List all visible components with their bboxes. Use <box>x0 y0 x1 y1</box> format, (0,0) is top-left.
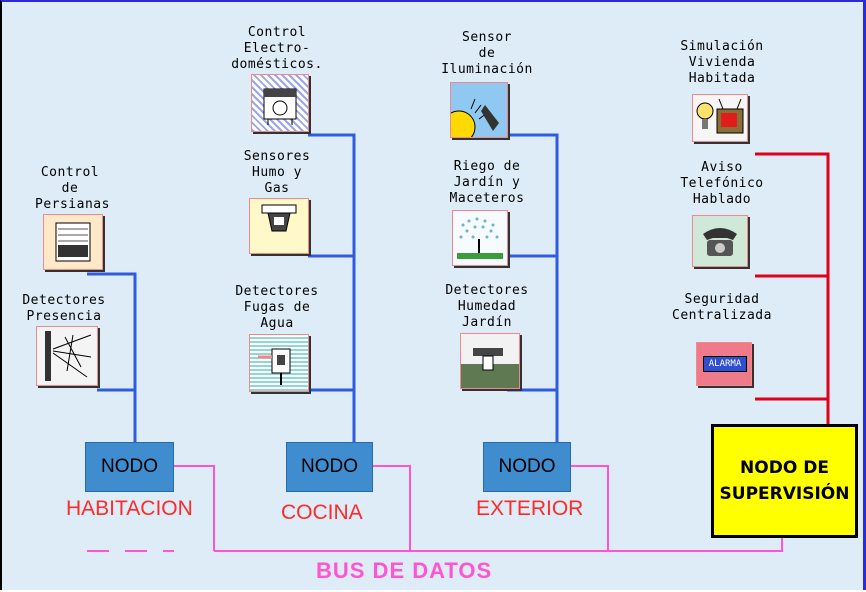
window-blind-icon <box>43 214 103 270</box>
water-leak-icon <box>249 334 309 392</box>
smoke-sensor-icon <box>249 198 309 254</box>
node-cocina-text: NODO <box>301 456 358 477</box>
wire-exterior <box>507 133 559 442</box>
lamp-tv-icon <box>692 94 748 142</box>
node-supervision-line2: SUPERVISIÓN <box>719 484 850 504</box>
wire-habitacion <box>87 272 137 442</box>
appliance-icon <box>251 74 309 132</box>
node-exterior-label: EXTERIOR <box>476 497 584 520</box>
node-cocina-label: COCINA <box>281 501 363 524</box>
node-habitacion-text: NODO <box>101 456 158 477</box>
alarm-text: ALARMA <box>703 356 747 372</box>
node-exterior-box: NODO <box>483 442 571 492</box>
node-cocina-box: NODO <box>286 442 373 492</box>
node-habitacion-box: NODO <box>85 442 174 492</box>
soil-sensor-icon <box>460 333 520 389</box>
bus-label: BUS DE DATOS <box>316 558 493 583</box>
sun-sensor-icon <box>442 82 508 144</box>
alarm-panel-icon: ALARMA <box>696 342 752 386</box>
telephone-icon <box>692 215 748 267</box>
data-bus <box>87 465 783 552</box>
sprinkler-icon <box>452 210 508 266</box>
node-exterior-text: NODO <box>498 456 556 477</box>
node-habitacion-label: HABITACION <box>66 497 193 520</box>
motion-detector-icon <box>36 326 98 386</box>
node-supervision: NODO DE SUPERVISIÓN <box>711 424 858 538</box>
wire-supervision <box>755 152 830 424</box>
node-supervision-line1: NODO DE <box>740 458 829 478</box>
wire-cocina <box>308 133 356 442</box>
